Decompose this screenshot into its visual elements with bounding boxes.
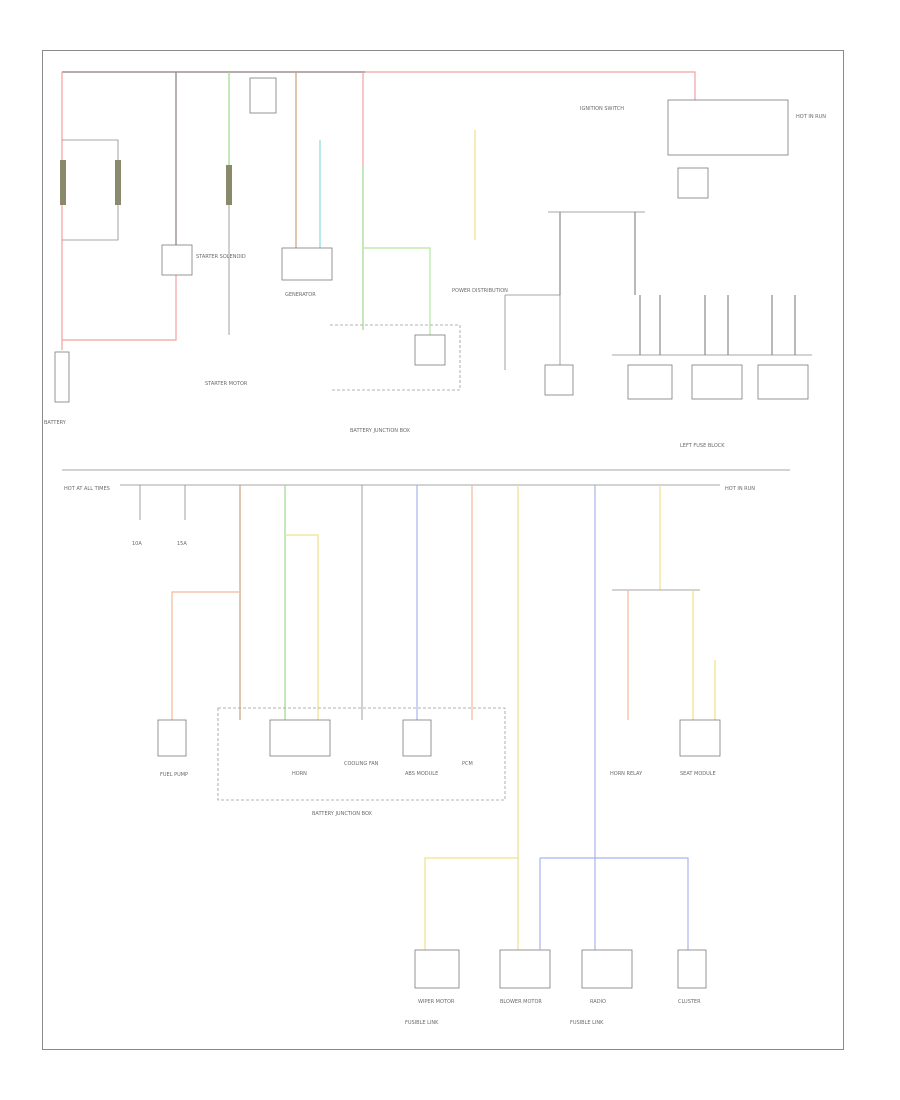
wiper-box — [414, 949, 460, 989]
starter-solenoid-box — [161, 244, 193, 276]
jb-box-top — [414, 334, 446, 366]
horn-box — [269, 719, 331, 757]
pcm-label: PCM — [462, 761, 473, 767]
generator-box — [281, 247, 333, 281]
battery-box — [54, 351, 70, 403]
left-fuse-block-label: LEFT FUSE BLOCK — [680, 443, 725, 449]
starter-fusible-link — [226, 165, 232, 205]
blower-box — [499, 949, 551, 989]
radio-box — [581, 949, 633, 989]
hot-run-label-2: HOT IN RUN — [725, 486, 755, 492]
fuse-15a-label: 15A — [177, 541, 187, 547]
yellow-split — [424, 857, 518, 950]
relay-box-right — [667, 99, 789, 156]
blower-label: BLOWER MOTOR — [500, 999, 542, 1005]
yellow-pair — [285, 534, 319, 720]
hot-run-label: HOT IN RUN — [796, 114, 826, 120]
jb-bottom-label: BATTERY JUNCTION BOX — [312, 811, 373, 817]
fusible-link-bottom-right: FUSIBLE LINK — [570, 1020, 604, 1026]
fuse-box-generator — [249, 77, 277, 114]
horn-label: HORN — [292, 771, 307, 777]
power-dist-label: POWER DISTRIBUTION — [452, 288, 508, 294]
fusible-link-1 — [60, 160, 66, 205]
orange-branch — [171, 591, 240, 720]
seat-module-label: SEAT MODULE — [680, 771, 716, 777]
horn-relay-label: HORN RELAY — [610, 771, 643, 777]
ignition-switch-label: IGNITION SWITCH — [580, 106, 624, 112]
jb-top-outline — [330, 324, 461, 391]
jb-top-label: BATTERY JUNCTION BOX — [350, 428, 411, 434]
battery-label: BATTERY — [44, 420, 67, 426]
battery-feed-red-2 — [62, 72, 177, 341]
cluster-box — [677, 949, 707, 989]
rfb-box-2 — [691, 364, 743, 400]
jb-bottom-outline — [217, 707, 506, 801]
top-red-bus — [62, 71, 696, 100]
fusible-link-2-wire — [62, 139, 119, 241]
fusible-link-bottom-left: FUSIBLE LINK — [405, 1020, 439, 1026]
abs-label: ABS MODULE — [405, 771, 438, 777]
blue-bridge — [540, 857, 689, 950]
fuel-pump-box — [157, 719, 187, 757]
cooling-fan-label: COOLING FAN — [344, 761, 379, 767]
ign-branch — [505, 294, 561, 365]
jb-green-branch — [363, 247, 431, 335]
wiper-label: WIPER MOTOR — [418, 999, 455, 1005]
starter-motor-label: STARTER MOTOR — [205, 381, 248, 387]
right-lamp-box — [544, 364, 574, 396]
fuel-pump-label: FUEL PUMP — [160, 772, 188, 778]
fuse-10a-label: 10A — [132, 541, 142, 547]
relay-small — [677, 167, 709, 199]
diagram-frame — [42, 50, 844, 1050]
rfb-box-3 — [757, 364, 809, 400]
hot-all-times-label: HOT AT ALL TIMES — [64, 486, 110, 492]
starter-solenoid-label: STARTER SOLENOID — [196, 254, 246, 260]
rfb-box-1 — [627, 364, 673, 400]
generator-label: GENERATOR — [285, 292, 316, 298]
abs-box — [402, 719, 432, 757]
radio-label: RADIO — [590, 999, 606, 1005]
cluster-label: CLUSTER — [678, 999, 701, 1005]
seat-box — [679, 719, 721, 757]
